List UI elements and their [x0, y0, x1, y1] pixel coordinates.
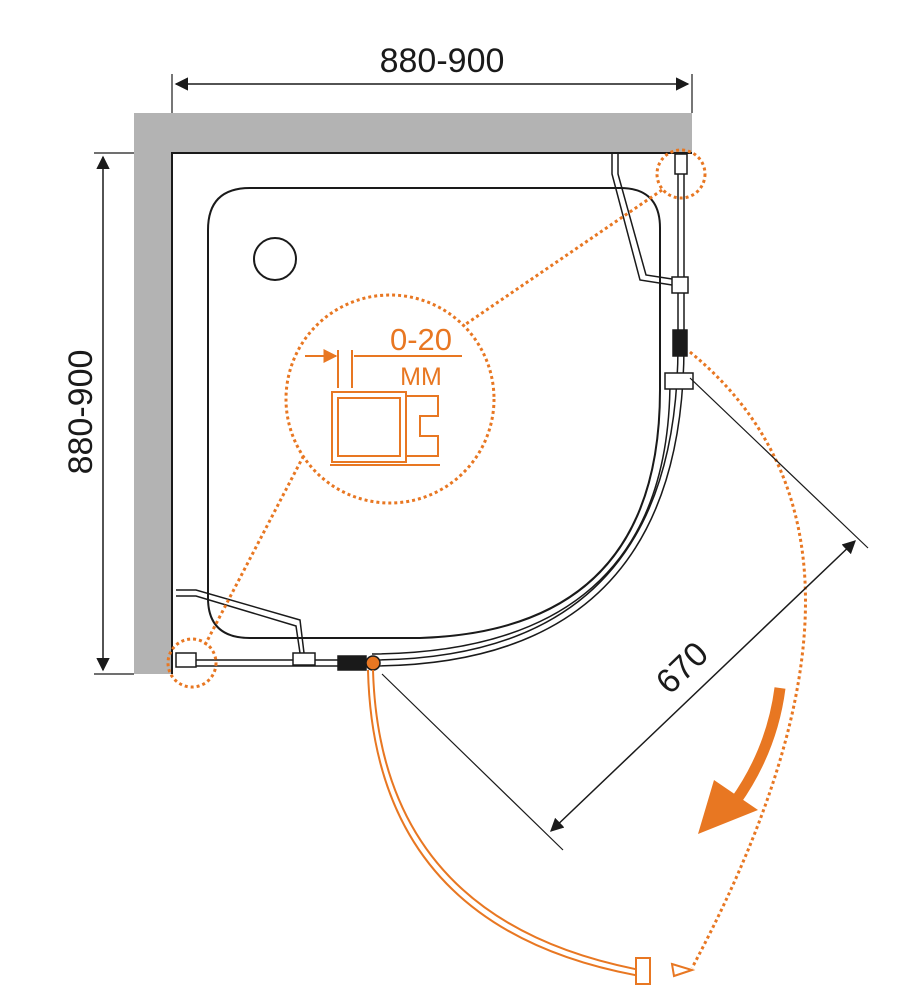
swing-direction-arrow: [730, 687, 786, 806]
door-hinge-top: [664, 372, 694, 390]
hardware: [175, 153, 694, 671]
drain-icon: [253, 237, 297, 281]
tray-outline: [207, 187, 661, 639]
door-open-glass: [372, 669, 641, 971]
height-label: 880-900: [62, 350, 100, 475]
open-door-tip: [670, 962, 696, 978]
height-dimension: 880-900: [62, 152, 134, 675]
door-swing: [367, 350, 807, 985]
bottom-stabilizer-clamp: [292, 652, 316, 666]
left-wall: [134, 113, 172, 674]
shower-tray: [207, 187, 661, 639]
door-handle-bottom: [337, 655, 367, 671]
top-wall: [134, 113, 692, 153]
walls: [134, 113, 692, 674]
detail-magnifier-circle: [284, 293, 496, 505]
door-pivot: [365, 655, 381, 671]
width-label: 880-900: [380, 42, 505, 80]
top-right-callout-circle: [655, 148, 707, 200]
top-wall-bracket: [674, 153, 688, 175]
adjustment-label: 0-20: [390, 322, 452, 357]
callout-leader-top: [462, 188, 663, 328]
right-stabilizer-clamp: [671, 276, 689, 294]
left-wall-bracket: [175, 652, 197, 668]
bottom-stabilizer-bar: [176, 589, 305, 654]
door-handle-top: [672, 329, 688, 357]
opening-dimension: 670: [381, 377, 869, 851]
opening-label: 670: [649, 635, 716, 702]
open-door-handle: [635, 957, 651, 985]
detail-callouts: [166, 148, 707, 689]
enclosure-glass: [180, 160, 685, 667]
wall-inner-edge: [171, 152, 692, 674]
right-stabilizer-bar: [611, 154, 673, 286]
width-dimension: 880-900: [171, 42, 693, 113]
profile-body: [331, 391, 407, 463]
unit-label: ММ: [400, 363, 442, 391]
bottom-left-callout-circle: [166, 637, 218, 689]
profile-detail: [305, 349, 462, 466]
profile-insert: [406, 395, 439, 457]
